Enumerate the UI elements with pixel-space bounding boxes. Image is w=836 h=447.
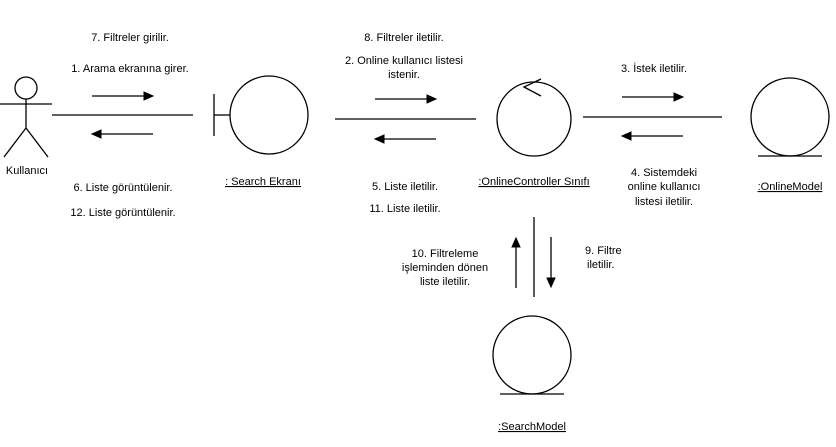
arrowhead-up-icon bbox=[511, 236, 521, 248]
message-2-line1: 2. Online kullanıcı listesi bbox=[345, 55, 463, 67]
search-screen-boundary: : Search Ekranı bbox=[213, 75, 309, 188]
message-6: 6. Liste görüntülenir. bbox=[73, 182, 172, 194]
actor-label: Kullanıcı bbox=[6, 165, 48, 177]
link-search-screen-controller: 8. Filtreler iletilir. 2. Online kullanı… bbox=[335, 32, 476, 215]
actor-right-leg bbox=[25, 127, 49, 158]
message-4-line1: 4. Sistemdeki bbox=[631, 167, 697, 179]
control-arrowhead-icon bbox=[522, 78, 542, 97]
message-7: 7. Filtreler girilir. bbox=[91, 32, 169, 44]
message-2-line2: istenir. bbox=[388, 69, 420, 81]
message-5: 5. Liste iletilir. bbox=[372, 181, 438, 193]
arrowhead-down-icon bbox=[546, 277, 556, 289]
arrowhead-right-icon bbox=[673, 92, 685, 102]
message-11: 11. Liste iletilir. bbox=[369, 203, 440, 215]
link-controller-search-model: 9. Filtre iletilir. 10. Filtreleme işlem… bbox=[402, 217, 622, 297]
message-3: 3. İstek iletilir. bbox=[621, 62, 687, 75]
message-10-line2: işleminden dönen bbox=[402, 262, 488, 274]
arrowhead-left-icon bbox=[620, 131, 632, 141]
actor-head bbox=[14, 76, 38, 100]
message-12: 12. Liste görüntülenir. bbox=[70, 207, 175, 219]
boundary-circle bbox=[229, 75, 309, 155]
message-9-line2: iletilir. bbox=[587, 259, 615, 271]
message-10-line1: 10. Filtreleme bbox=[412, 248, 479, 260]
arrowhead-right-icon bbox=[426, 94, 438, 104]
message-10-line3: liste iletilir. bbox=[420, 276, 470, 288]
arrowhead-right-icon bbox=[143, 91, 155, 101]
online-model-entity: :OnlineModel bbox=[750, 77, 830, 193]
message-4-line2: online kullanıcı bbox=[628, 181, 701, 193]
search-model-label: :SearchModel bbox=[498, 421, 566, 433]
controller-object: :OnlineController Sınıfı bbox=[478, 78, 590, 188]
message-1: 1. Arama ekranına girer. bbox=[71, 63, 188, 75]
message-4-line3: listesi iletilir. bbox=[635, 196, 693, 208]
arrowhead-left-icon bbox=[373, 134, 385, 144]
message-8: 8. Filtreler iletilir. bbox=[364, 32, 443, 44]
entity-circle bbox=[492, 315, 572, 395]
arrowhead-left-icon bbox=[90, 129, 102, 139]
link-controller-online-model: 3. İstek iletilir. 4. Sistemdeki online … bbox=[583, 62, 722, 208]
actor-left-leg bbox=[3, 127, 27, 158]
control-circle bbox=[496, 81, 572, 157]
search-model-entity: :SearchModel bbox=[492, 315, 572, 433]
actor-kullanici: Kullanıcı bbox=[0, 76, 52, 177]
controller-label: :OnlineController Sınıfı bbox=[478, 176, 589, 188]
search-screen-label: : Search Ekranı bbox=[225, 176, 301, 188]
link-user-search-screen: 7. Filtreler girilir. 1. Arama ekranına … bbox=[52, 32, 193, 219]
message-9-line1: 9. Filtre bbox=[585, 245, 622, 257]
entity-circle bbox=[750, 77, 830, 157]
online-model-label: :OnlineModel bbox=[758, 181, 823, 193]
